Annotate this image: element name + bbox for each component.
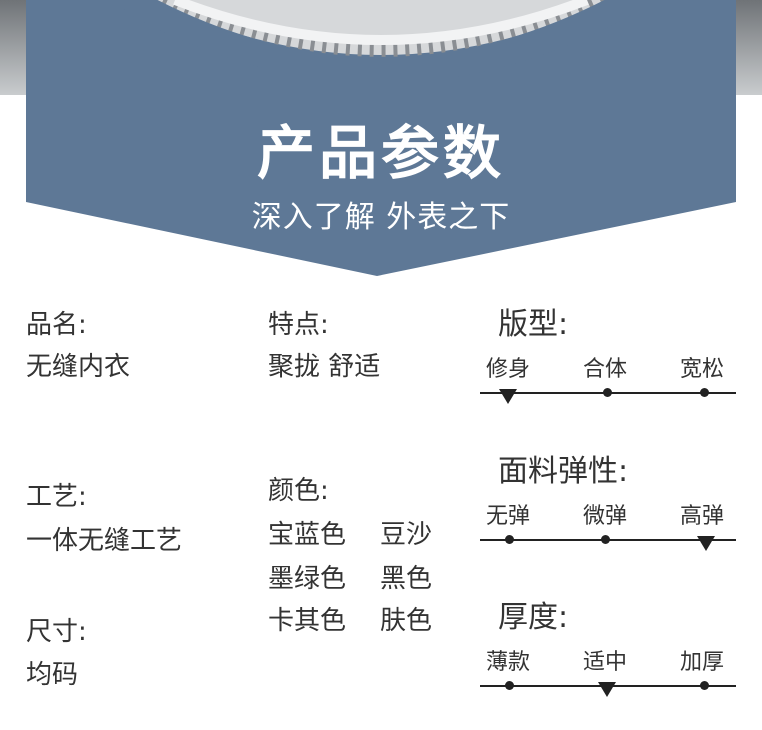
- thickness-option: 加厚: [680, 650, 725, 675]
- fit-scale-title: 版型:: [498, 307, 569, 342]
- fit-scale-dot: [603, 388, 612, 397]
- fit-scale-dot: [700, 388, 709, 397]
- page-title: 产品参数: [256, 119, 505, 187]
- elasticity-option: 无弹: [486, 504, 531, 529]
- hero-banner: 产品参数 深入了解 外表之下: [0, 0, 762, 280]
- fit-option: 修身: [486, 357, 531, 382]
- color-option: 黑色: [380, 564, 433, 594]
- elasticity-scale-dot: [505, 535, 514, 544]
- thickness-scale-dot: [505, 681, 514, 690]
- thickness-scale-title: 厚度:: [498, 600, 569, 635]
- elasticity-option: 微弹: [583, 504, 628, 529]
- color-option: 墨绿色: [268, 564, 347, 594]
- elasticity-option: 高弹: [680, 504, 725, 529]
- craft-label: 工艺:: [26, 482, 87, 512]
- fit-option: 宽松: [680, 357, 725, 382]
- feature-label: 特点:: [268, 310, 329, 340]
- fit-option: 合体: [583, 357, 628, 382]
- color-label: 颜色:: [268, 476, 329, 506]
- elasticity-scale-dot: [601, 535, 610, 544]
- page-subtitle: 深入了解 外表之下: [251, 200, 511, 235]
- elasticity-scale-title: 面料弹性:: [498, 454, 629, 489]
- color-option: 卡其色: [268, 606, 347, 636]
- name-label: 品名:: [26, 310, 87, 340]
- color-option: 豆沙: [380, 520, 433, 550]
- color-option: 宝蓝色: [268, 520, 347, 550]
- thickness-option: 适中: [583, 650, 628, 675]
- fit-selected-marker: [499, 389, 517, 404]
- size-value: 均码: [26, 660, 79, 690]
- thickness-selected-marker: [598, 682, 616, 697]
- name-value: 无缝内衣: [26, 352, 131, 382]
- craft-value: 一体无缝工艺: [26, 526, 183, 556]
- thickness-option: 薄款: [486, 650, 531, 675]
- size-label: 尺寸:: [26, 617, 87, 647]
- color-option: 肤色: [380, 606, 433, 636]
- banner-background: [0, 0, 762, 276]
- banner-shape: [26, 0, 736, 276]
- elasticity-selected-marker: [697, 536, 715, 551]
- feature-value: 聚拢 舒适: [268, 352, 381, 382]
- thickness-scale-dot: [700, 681, 709, 690]
